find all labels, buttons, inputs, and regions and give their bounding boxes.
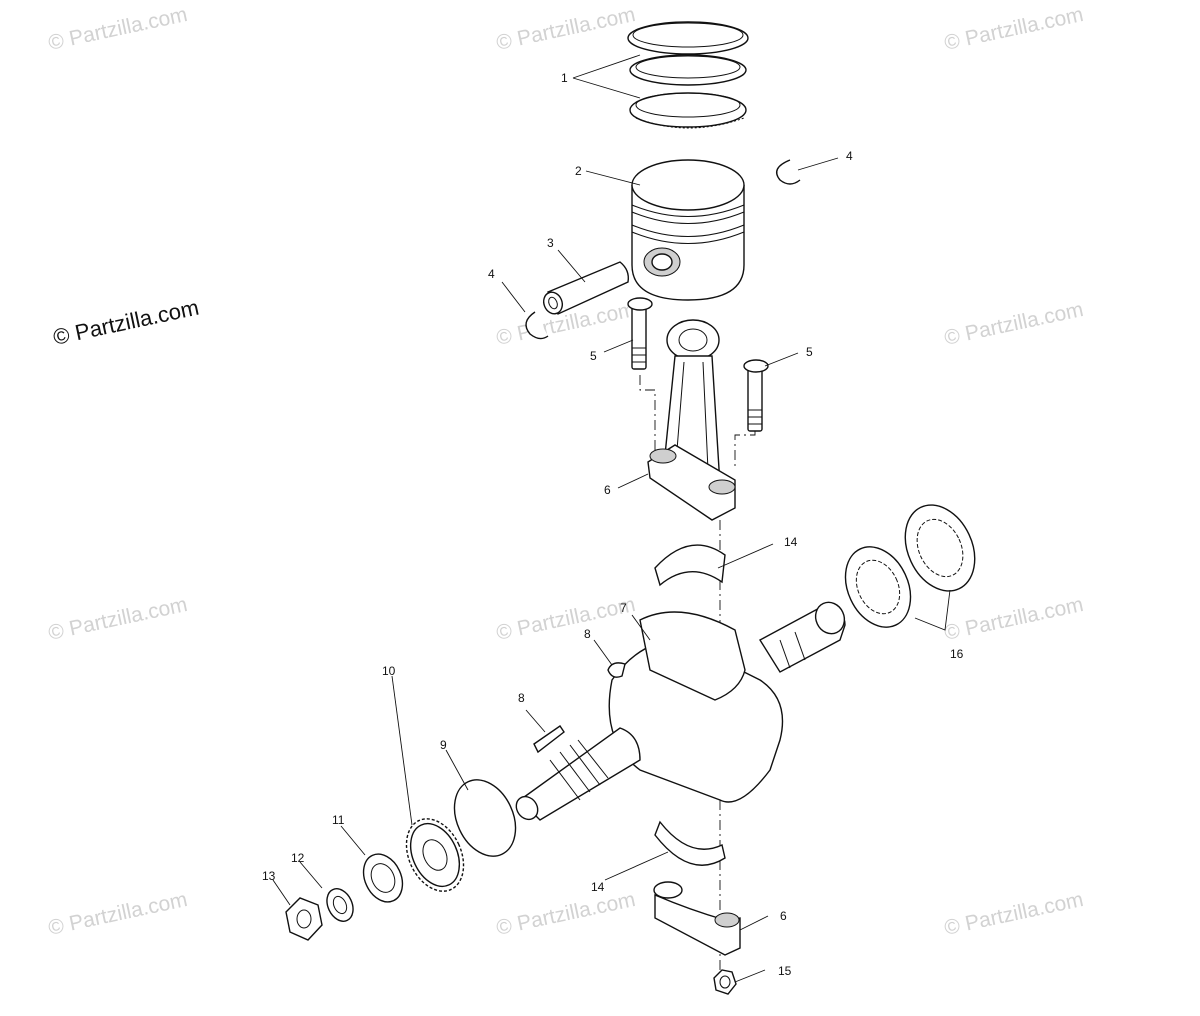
piston-rings — [627, 21, 749, 129]
piston-pin — [542, 261, 630, 315]
callout-12: 12 — [291, 851, 305, 865]
connecting-rod-bolt-right — [743, 359, 769, 432]
callout-15: 15 — [778, 964, 792, 978]
crankshaft — [515, 601, 846, 821]
callout-8-upper: 8 — [584, 627, 591, 641]
hex-nut — [285, 897, 323, 941]
washer — [326, 888, 354, 922]
callout-1: 1 — [561, 71, 568, 85]
bolt-left-dash-line — [639, 375, 656, 460]
circlip-right — [776, 159, 801, 185]
watermark-main: © Partzilla.com — [51, 295, 201, 350]
callout-2: 2 — [575, 164, 582, 178]
watermark-bottom-center: © Partzilla.com — [494, 888, 637, 940]
callout-5-left: 5 — [590, 349, 597, 363]
watermark-bottom-right: © Partzilla.com — [942, 888, 1085, 940]
o-ring — [453, 779, 517, 857]
bolt-right-dash-line — [734, 410, 756, 470]
callout-11: 11 — [332, 813, 345, 827]
callout-10: 10 — [382, 664, 396, 678]
watermark-bottom-left: © Partzilla.com — [46, 888, 189, 940]
callout-3: 3 — [547, 236, 554, 250]
callout-14-lower: 14 — [591, 880, 605, 894]
connecting-rod-bolt-left — [627, 297, 653, 370]
watermark-top-right: © Partzilla.com — [942, 3, 1085, 55]
watermark-top-center: © Partzilla.com — [494, 3, 637, 55]
callout-4-right: 4 — [846, 149, 853, 163]
watermark-lower-right: © Partzilla.com — [942, 593, 1085, 645]
connecting-rod-cap — [653, 881, 741, 956]
timing-gear — [405, 818, 465, 892]
callout-6-top: 6 — [604, 483, 611, 497]
callout-5-right: 5 — [806, 345, 813, 359]
watermark-lower-left: © Partzilla.com — [46, 593, 189, 645]
callout-7: 7 — [620, 601, 627, 615]
callout-16: 16 — [950, 647, 964, 661]
watermark-lower-center: © Partzilla.com — [494, 593, 637, 645]
callout-labels: 1 2 3 4 4 5 5 6 6 7 8 8 9 10 11 12 13 14… — [262, 71, 964, 978]
callout-8-lower: 8 — [518, 691, 525, 705]
callout-13: 13 — [262, 869, 276, 883]
woodruff-key-upper — [607, 662, 626, 678]
watermark-mid-right: © Partzilla.com — [942, 298, 1085, 350]
main-bearings — [844, 504, 976, 628]
callout-9: 9 — [440, 738, 447, 752]
circlip-left — [525, 311, 549, 340]
connecting-rod — [647, 319, 736, 521]
callout-4-left: 4 — [488, 267, 495, 281]
callout-6-bottom: 6 — [780, 909, 787, 923]
bearing-shell-upper — [654, 544, 726, 587]
callout-14-upper: 14 — [784, 535, 798, 549]
bearing-shell-lower — [654, 820, 726, 866]
leader-lines — [272, 54, 951, 983]
woodruff-key-lower — [533, 725, 565, 754]
lock-nut — [362, 853, 404, 903]
piston — [631, 159, 745, 301]
flange-nut — [713, 969, 737, 995]
watermark-top-left: © Partzilla.com — [46, 3, 189, 55]
